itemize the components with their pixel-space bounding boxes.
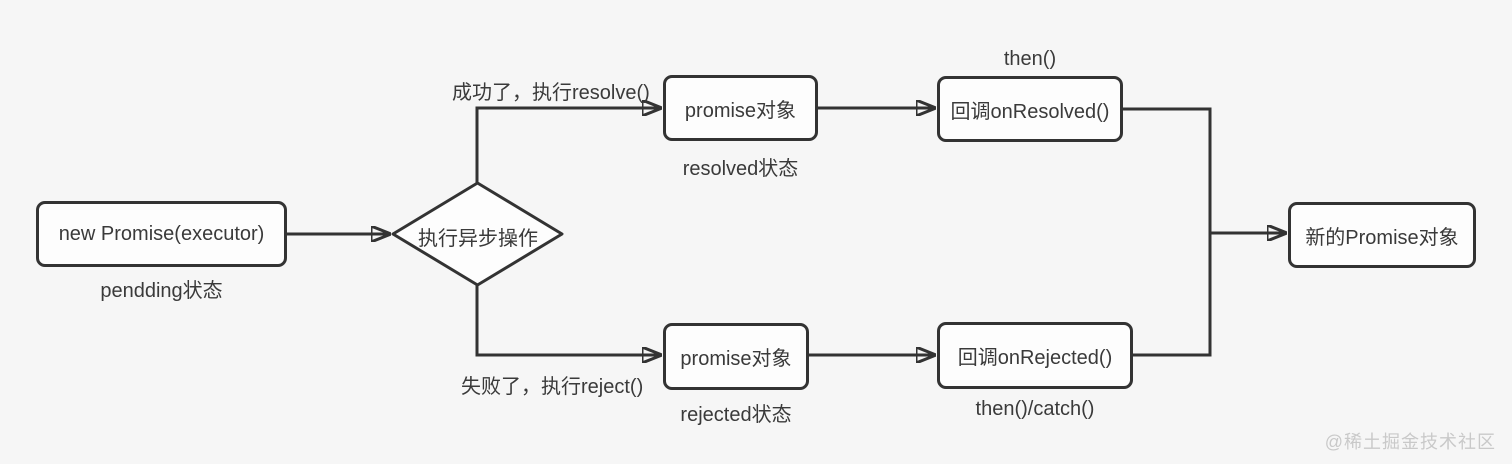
node-result: 新的Promise对象	[1288, 202, 1476, 268]
node-resolved-promise-label: promise对象	[684, 99, 797, 122]
label-resolved-state: resolved状态	[682, 158, 799, 180]
node-on-resolved: 回调onResolved()	[937, 76, 1123, 142]
label-then: then()	[1003, 48, 1057, 70]
node-rejected-promise-label: promise对象	[680, 348, 792, 370]
label-rejected-state: rejected状态	[680, 404, 792, 426]
node-rejected-promise: promise对象	[663, 323, 809, 390]
node-decision-label: 执行异步操作	[418, 228, 538, 250]
node-on-rejected: 回调onRejected()	[937, 322, 1133, 389]
edge-junction-vertical	[1122, 107, 1212, 357]
watermark: @稀土掘金技术社区	[1324, 432, 1496, 452]
edge-decision-to-rejected-promise	[475, 285, 661, 355]
label-reject-branch: 失败了，执行reject()	[461, 376, 644, 398]
node-on-resolved-label: 回调onResolved()	[950, 100, 1110, 123]
decision-diamond-shape	[391, 181, 564, 287]
edge-decision-to-resolved-promise	[475, 108, 661, 183]
node-resolved-promise: promise对象	[663, 75, 818, 141]
node-start: new Promise(executor)	[36, 201, 287, 267]
node-on-rejected-label: 回调onRejected()	[957, 347, 1113, 369]
node-start-label: new Promise(executor)	[58, 222, 265, 245]
label-then-catch: then()/catch()	[975, 398, 1095, 420]
label-resolve-branch: 成功了，执行resolve()	[452, 82, 650, 104]
label-pendding-state: pendding状态	[100, 280, 223, 302]
node-result-label: 新的Promise对象	[1305, 226, 1459, 249]
